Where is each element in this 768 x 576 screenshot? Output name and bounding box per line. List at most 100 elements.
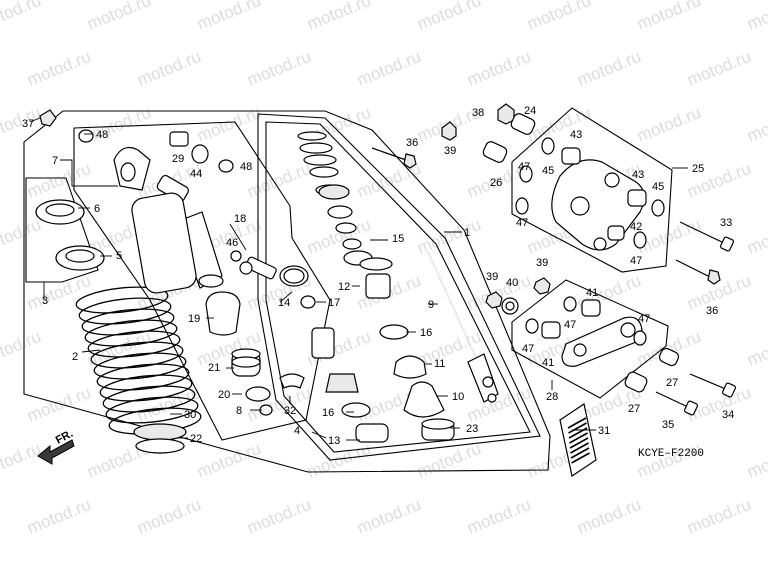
seal-head [325, 373, 359, 393]
collar-24 [510, 113, 536, 135]
watermark-text: motod.ru [244, 159, 313, 202]
clip-32 [279, 373, 305, 389]
bladder-19 [205, 291, 241, 336]
callout: 13 [328, 435, 340, 447]
watermark-text: motod.ru [684, 47, 753, 90]
callout: 22 [190, 433, 202, 445]
grease-nipple-48b [78, 129, 94, 143]
callout: 21 [208, 362, 220, 374]
watermark-text: motod.ru [0, 439, 44, 482]
collar-27-a [658, 347, 680, 367]
watermark-text: motod.ru [464, 47, 533, 90]
watermark-text: motod.ru [744, 103, 768, 146]
callout: 26 [490, 177, 502, 189]
shock-arm-frame [511, 107, 673, 273]
callout: 46 [226, 237, 238, 249]
callout: 29 [172, 153, 184, 165]
watermark-text: motod.ru [744, 439, 768, 482]
watermark-text: motod.ru [24, 159, 93, 202]
callout: 3 [42, 295, 48, 307]
nut-39-link [485, 291, 503, 309]
bearing-43-a [561, 147, 581, 165]
callout: 41 [586, 287, 598, 299]
callout: 12 [338, 281, 350, 293]
seal-47-f [633, 330, 647, 346]
watermark-text: motod.ru [354, 495, 423, 538]
callout: 28 [546, 391, 558, 403]
callout: 24 [524, 105, 536, 117]
watermark-text: motod.ru [194, 439, 263, 482]
seal-47-d [563, 296, 577, 312]
bearing-42 [607, 225, 625, 241]
watermark-text: motod.ru [464, 271, 533, 314]
callout: 35 [662, 419, 674, 431]
callout: 1 [464, 227, 470, 239]
watermark-text: motod.ru [304, 0, 373, 34]
bolt-35 [655, 391, 691, 409]
callout: 32 [284, 405, 296, 417]
callout: 45 [542, 165, 554, 177]
dust-seal-11 [393, 355, 427, 379]
dust-seal-44 [191, 144, 209, 164]
watermark-text: motod.ru [464, 495, 533, 538]
callout: 27 [666, 377, 678, 389]
callout: 41 [542, 357, 554, 369]
bearing-43-b [627, 189, 647, 207]
diagram-code: KCYE–F2200 [638, 448, 704, 460]
callout: 15 [392, 233, 404, 245]
shock-spring [75, 286, 202, 435]
o-ring-20 [245, 386, 271, 402]
shock-arm-assembly [371, 103, 665, 251]
callout: 47 [516, 217, 528, 229]
watermark-text: motod.ru [0, 0, 44, 34]
callout: 36 [706, 305, 718, 317]
watermark-text: motod.ru [634, 0, 703, 34]
watermark-text: motod.ru [414, 439, 483, 482]
callout: 48 [240, 161, 252, 173]
nut-37 [39, 109, 57, 127]
collar-26 [482, 141, 508, 163]
callout: 39 [536, 257, 548, 269]
damper-parts [297, 131, 499, 443]
watermark-text: motod.ru [744, 327, 768, 370]
callout: 38 [472, 107, 484, 119]
callout: 47 [638, 313, 650, 325]
piston-12 [365, 273, 391, 299]
callout: 48 [96, 129, 108, 141]
callout: 45 [652, 181, 664, 193]
seal-45-a [541, 137, 555, 155]
watermark-text: motod.ru [24, 271, 93, 314]
callout: 16 [420, 327, 432, 339]
watermark-text: motod.ru [194, 0, 263, 34]
damper-group-inner-frame [265, 121, 531, 453]
seal-47-c [633, 231, 647, 249]
watermark-text: motod.ru [414, 0, 483, 34]
callout: 37 [22, 118, 34, 130]
seal-47-e [525, 318, 539, 334]
callout: 17 [328, 297, 340, 309]
bump-rubber [311, 327, 335, 359]
watermark-text: motod.ru [24, 495, 93, 538]
spring-lock-nuts [35, 199, 105, 271]
callout: 20 [218, 389, 230, 401]
watermark-text: motod.ru [24, 47, 93, 90]
collar-27-b [624, 371, 648, 393]
callout: 34 [722, 409, 734, 421]
caution-label-31 [559, 403, 597, 477]
callout: 36 [406, 137, 418, 149]
watermark-text: motod.ru [744, 0, 768, 34]
upper-mount-bore [120, 162, 136, 182]
spring-adjuster-nut [55, 245, 105, 271]
callout: 43 [570, 129, 582, 141]
ring-13 [355, 423, 389, 443]
bolt-34 [689, 373, 729, 391]
watermark-text: motod.ru [0, 215, 44, 258]
shock-link-frame [511, 279, 669, 399]
bearing-41-a [581, 299, 601, 317]
watermark-text: motod.ru [84, 0, 153, 34]
callout: 27 [628, 403, 640, 415]
watermark-text: motod.ru [574, 495, 643, 538]
callout: 4 [294, 425, 300, 437]
watermark-text: motod.ru [84, 103, 153, 146]
